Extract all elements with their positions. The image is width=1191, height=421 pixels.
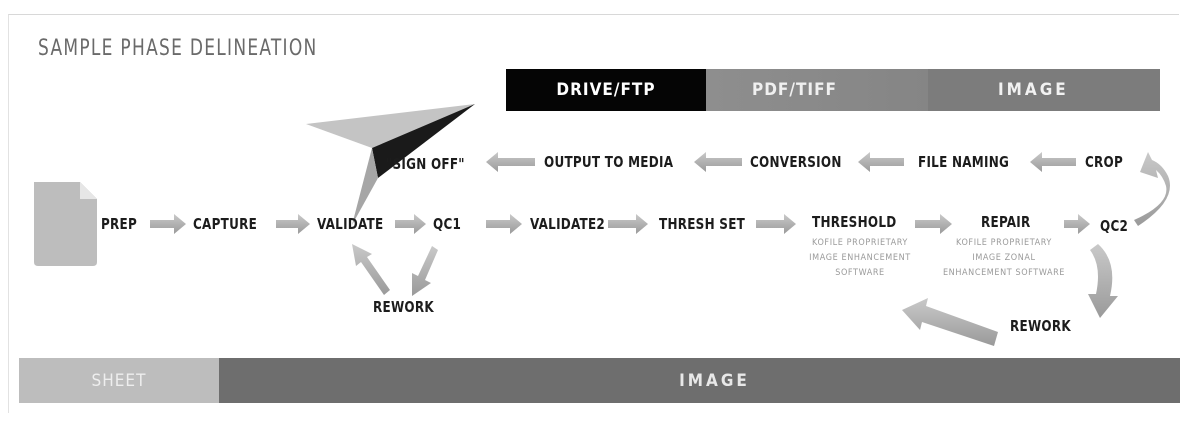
step-file-naming: FILE NAMING [918,153,1010,171]
arrow-qc1-validate2 [486,214,522,234]
step-sign-off: "SIGN OFF" [386,155,465,173]
arrow-crop-filenaming [1030,152,1076,172]
arrow-repair-qc2 [1064,214,1090,234]
arrow-threshold-repair [915,214,952,234]
arrow-qc2-to-rework [1088,244,1118,318]
document-icon [34,182,97,266]
step-qc1: QC1 [433,215,462,233]
step-thresh-set: THRESH SET [659,215,746,233]
step-validate2: VALIDATE2 [530,215,606,233]
step-rework-right: REWORK [1010,317,1071,335]
arrow-filenaming-conversion [858,152,904,172]
repair-note-line: IMAGE ZONAL [972,253,1036,263]
top-bar-segment-drive-ftp: DRIVE/FTP [506,69,706,111]
step-crop: CROP [1085,153,1124,171]
step-capture: CAPTURE [193,215,258,233]
diagram-title: SAMPLE PHASE DELINEATION [38,36,318,61]
threshold-note-line: SOFTWARE [835,268,885,278]
arrow-capture-validate [276,214,310,234]
diagram-frame [8,14,1179,413]
repair-note: KOFILE PROPRIETARY IMAGE ZONAL ENHANCEME… [930,236,1078,281]
step-repair: REPAIR [981,213,1031,231]
repair-note-line: KOFILE PROPRIETARY [956,238,1052,248]
arrow-output-signoff [486,152,535,172]
left-arrows [486,152,1076,172]
bottom-bar-segment-sheet: SHEET [19,358,219,403]
top-bar-segment-pdf-tiff-label: PDF/TIFF [752,80,837,100]
arrow-validate-qc1 [395,214,426,234]
right-arrows [150,214,1090,234]
repair-note-line: ENHANCEMENT SOFTWARE [942,268,1066,278]
step-qc2: QC2 [1100,217,1129,235]
top-bar-segment-pdf-tiff: PDF/TIFF [706,69,928,111]
arrow-threshset-threshold [756,214,796,234]
step-output-to-media: OUTPUT TO MEDIA [544,153,674,171]
step-threshold: THRESHOLD [812,213,897,231]
arrow-prep-capture [150,214,186,234]
arrow-rework-to-validate [352,244,390,295]
step-prep: PREP [101,215,138,233]
threshold-note-line: IMAGE ENHANCEMENT [809,253,911,263]
threshold-note-line: KOFILE PROPRIETARY [812,238,908,248]
arrow-conversion-output [694,152,742,172]
bottom-bar-segment-image: IMAGE [219,358,1180,403]
step-validate: VALIDATE [317,215,384,233]
rework-left-arrows [352,244,438,296]
paper-plane-icon [306,104,475,225]
arrow-rework-to-threshold [902,298,998,346]
top-bar-segment-image: IMAGE [928,69,1160,111]
bottom-bar-segment-image-label: IMAGE [679,370,750,391]
top-bar-segment-image-label: IMAGE [998,80,1069,100]
arrow-validate2-threshset [608,214,648,234]
threshold-note: KOFILE PROPRIETARY IMAGE ENHANCEMENT SOF… [790,236,930,281]
arrow-qc1-to-rework [412,246,438,296]
bottom-bar-segment-sheet-label: SHEET [91,370,147,391]
step-rework-left: REWORK [373,298,434,316]
step-conversion: CONVERSION [750,153,842,171]
arrow-qc2-to-crop [1134,152,1170,226]
